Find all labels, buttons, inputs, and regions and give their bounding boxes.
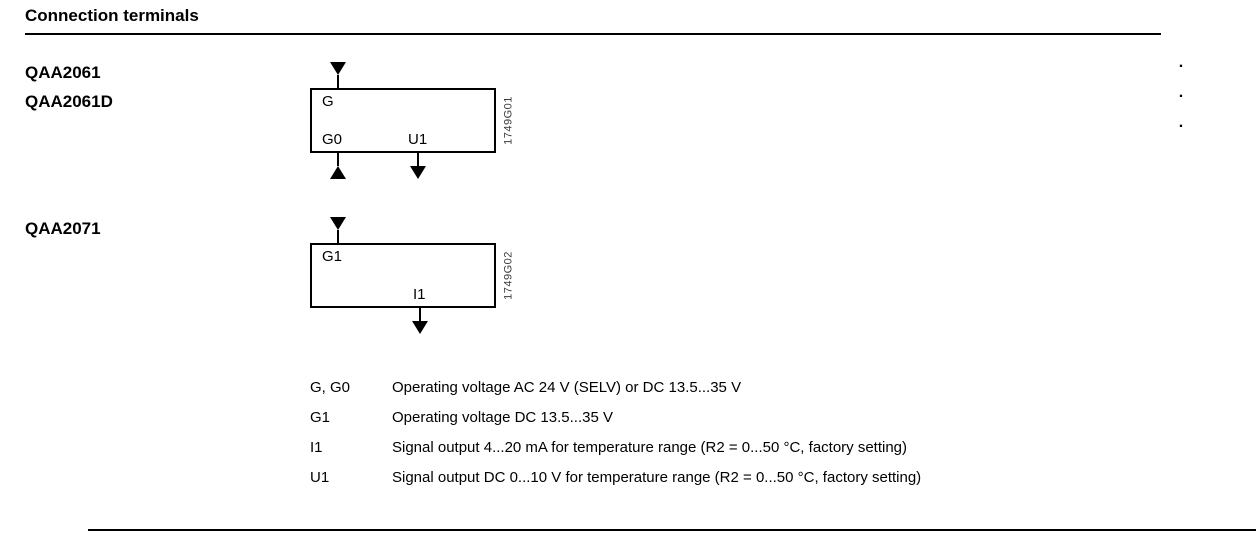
legend-description: Operating voltage DC 13.5...35 V bbox=[392, 409, 613, 426]
wiring-diagram-qaa2071: G1 I1 1749G02 bbox=[310, 215, 560, 350]
arrow-down-icon bbox=[330, 62, 346, 75]
terminal-g: G bbox=[322, 93, 334, 110]
legend-description: Signal output DC 0...10 V for temperatur… bbox=[392, 469, 922, 486]
legend-term: I1 bbox=[310, 439, 323, 456]
terminal-g1: G1 bbox=[322, 248, 343, 265]
terminal-g0: G0 bbox=[322, 131, 343, 148]
model-label-qaa2071: QAA2071 bbox=[25, 219, 101, 238]
model-label-qaa2061d: QAA2061D bbox=[25, 92, 113, 111]
legend-term: G, G0 bbox=[310, 379, 351, 396]
revision-marker: . bbox=[1178, 84, 1184, 101]
legend-term: U1 bbox=[310, 469, 330, 486]
arrow-down-icon bbox=[410, 166, 426, 179]
legend-description: Operating voltage AC 24 V (SELV) or DC 1… bbox=[392, 379, 742, 396]
revision-marker: . bbox=[1178, 54, 1184, 71]
legend-term: G1 bbox=[310, 409, 331, 426]
legend-row: G1 Operating voltage DC 13.5...35 V bbox=[310, 409, 921, 439]
arrow-up-icon bbox=[330, 166, 346, 179]
connector-line bbox=[419, 308, 421, 321]
terminal-u1: U1 bbox=[408, 131, 428, 148]
revision-marker: . bbox=[1178, 114, 1184, 131]
terminal-box: G1 I1 bbox=[310, 243, 496, 308]
figure-id: 1749G01 bbox=[502, 96, 515, 145]
wiring-diagram-qaa2061: G G0 U1 1749G01 bbox=[310, 60, 560, 195]
footer-rule bbox=[88, 529, 1256, 531]
connector-line bbox=[337, 230, 339, 243]
connector-line bbox=[417, 153, 419, 166]
arrow-down-icon bbox=[330, 217, 346, 230]
header-rule bbox=[25, 33, 1161, 35]
model-label-qaa2061: QAA2061 bbox=[25, 63, 101, 82]
connector-line bbox=[337, 153, 339, 166]
legend-row: G, G0 Operating voltage AC 24 V (SELV) o… bbox=[310, 379, 921, 409]
terminal-i1: I1 bbox=[413, 286, 426, 303]
connector-line bbox=[337, 75, 339, 88]
arrow-down-icon bbox=[412, 321, 428, 334]
figure-id: 1749G02 bbox=[502, 251, 515, 300]
legend-row: I1 Signal output 4...20 mA for temperatu… bbox=[310, 439, 921, 469]
terminal-legend: G, G0 Operating voltage AC 24 V (SELV) o… bbox=[310, 379, 921, 499]
legend-row: U1 Signal output DC 0...10 V for tempera… bbox=[310, 469, 921, 499]
legend-description: Signal output 4...20 mA for temperature … bbox=[392, 439, 908, 456]
terminal-box: G G0 U1 bbox=[310, 88, 496, 153]
page-title: Connection terminals bbox=[25, 6, 199, 25]
